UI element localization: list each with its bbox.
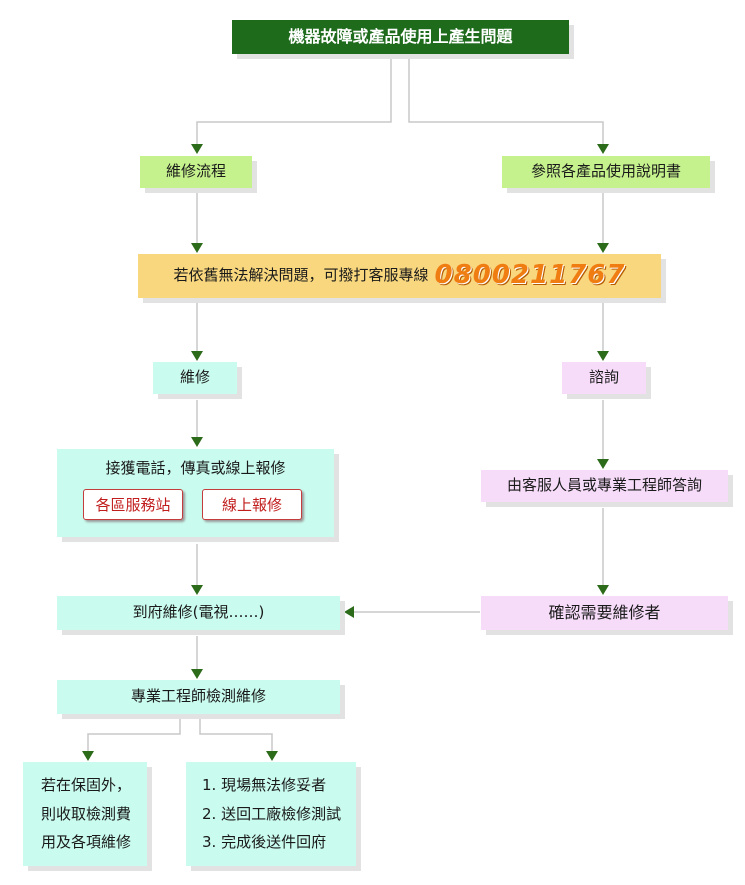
arrow-repairflow <box>191 144 203 154</box>
node-warranty: 若在保固外， 則收取檢測費 用及各項維修 <box>23 762 147 866</box>
warranty-line: 若在保固外， <box>41 776 132 795</box>
arrow-receive <box>191 437 203 447</box>
line-top-left <box>196 58 392 145</box>
node-repair: 維修 <box>153 362 237 394</box>
arrow-onsite <box>191 585 203 595</box>
node-staff-answer: 由客服人員或專業工程師答詢 <box>481 470 728 502</box>
warranty-line: 用及各項維修 <box>41 833 132 852</box>
hotline-text: 若依舊無法解決問題，可撥打客服專線 <box>173 266 429 285</box>
arrow-repair <box>191 351 203 361</box>
node-steps: 1. 現場無法修妥者 2. 送回工廠檢修測試 3. 完成後送件回府 <box>186 762 356 866</box>
arrow-engineer <box>191 669 203 679</box>
line-engineer-warranty <box>87 714 181 752</box>
step-line: 3. 完成後送件回府 <box>202 833 327 852</box>
node-top-problem: 機器故障或產品使用上產生問題 <box>232 20 569 54</box>
node-onsite-repair: 到府維修(電視……) <box>57 596 340 630</box>
arrow-confirm-to-onsite <box>344 606 354 618</box>
arrow-manual <box>597 144 609 154</box>
arrow-steps <box>266 751 278 761</box>
step-line: 2. 送回工廠檢修測試 <box>202 804 342 823</box>
node-manual: 參照各產品使用說明書 <box>502 156 710 188</box>
step-line: 1. 現場無法修妥者 <box>202 776 327 795</box>
node-confirm: 確認需要維修者 <box>481 596 728 630</box>
arrow-confirm <box>597 585 609 595</box>
arrow-warranty <box>82 751 94 761</box>
receive-text: 接獲電話，傳真或線上報修 <box>105 459 286 477</box>
warranty-line: 則收取檢測費 <box>41 804 132 823</box>
node-hotline: 若依舊無法解決問題，可撥打客服專線 0800211767 <box>138 254 661 298</box>
service-station-button[interactable]: 各區服務站 <box>83 489 183 520</box>
arrow-staff <box>597 459 609 469</box>
hotline-number: 0800211767 <box>434 260 626 291</box>
line-top-right <box>408 58 604 145</box>
line-engineer-steps <box>199 714 273 752</box>
arrow-hotline-left <box>191 243 203 253</box>
arrow-consult <box>597 351 609 361</box>
node-repair-flow: 維修流程 <box>140 156 252 188</box>
node-engineer: 專業工程師檢測維修 <box>57 680 340 714</box>
arrow-hotline-right <box>597 243 609 253</box>
online-repair-button[interactable]: 線上報修 <box>202 489 302 520</box>
node-consult: 諮詢 <box>562 362 646 394</box>
